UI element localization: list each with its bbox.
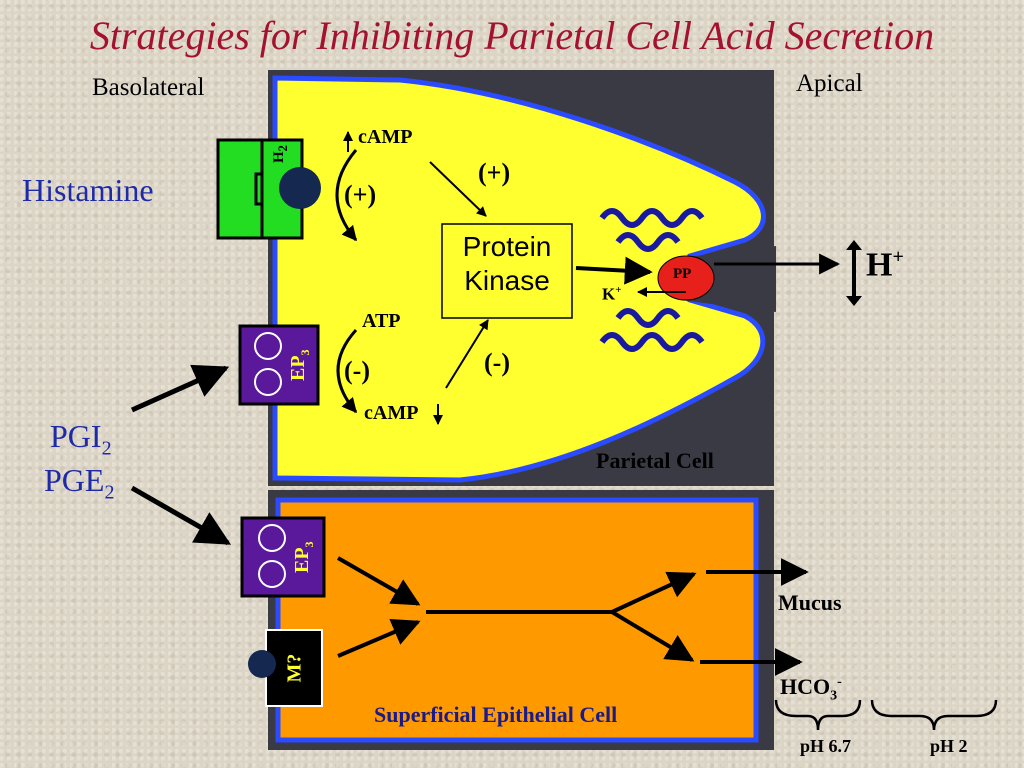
arrow-pg-to-ep3-parietal	[130, 364, 230, 413]
proton-pump	[657, 255, 715, 301]
protein-kinase-box	[441, 223, 573, 319]
ep3-parietal-label: EP3	[287, 349, 312, 381]
ph-67-label: pH 6.7	[800, 736, 852, 756]
basolateral-label: Basolateral	[92, 74, 205, 101]
epithelial-cell-label: Superficial Epithelial Cell	[374, 702, 618, 727]
histamine-label: Histamine	[22, 172, 154, 208]
camp-up-label: cAMP	[358, 126, 413, 148]
page-title: Strategies for Inhibiting Parietal Cell …	[89, 13, 935, 58]
h2-receptor-label: H2	[271, 145, 290, 163]
arrow-pg-to-ep3-epithelial	[130, 485, 232, 546]
parietal-cell-label: Parietal Cell	[596, 448, 714, 473]
minus-left-label: (-)	[344, 356, 370, 385]
ph-2-label: pH 2	[930, 736, 968, 756]
pgi2-label: PGI2	[50, 418, 112, 460]
m-ligand	[248, 650, 276, 678]
arc-plus	[335, 149, 358, 242]
minus-right-label: (-)	[484, 348, 510, 377]
microvilli-mid	[615, 232, 681, 252]
h-plus-label: H+	[866, 246, 904, 284]
mucus-label: Mucus	[778, 590, 842, 615]
plus-right-label: (+)	[478, 158, 511, 187]
pp-label: PP	[673, 266, 692, 282]
arrow-camp-to-pk	[429, 161, 487, 217]
brace-ph67	[774, 699, 862, 731]
ep3-receptor-parietal	[238, 324, 320, 406]
epithelial-cell-body	[275, 497, 759, 743]
protein-kinase-label: Protein Kinase	[462, 231, 552, 296]
microvilli-top	[599, 208, 705, 228]
camp-down-label: cAMP	[364, 402, 419, 424]
plus-left-label: (+)	[344, 180, 377, 209]
microvilli-bottom	[599, 332, 705, 352]
brace-ph2	[870, 699, 998, 731]
pge2-label: PGE2	[44, 462, 115, 504]
m-receptor-label: M?	[283, 653, 306, 683]
histamine-ligand	[279, 167, 321, 209]
k-plus-label: K+	[602, 284, 622, 304]
arrow-camp-down-to-pk	[445, 319, 489, 389]
arc-minus	[336, 328, 358, 414]
ep3-epithelial-label: EP3	[291, 541, 316, 573]
atp-label: ATP	[362, 310, 401, 332]
microvilli-low	[615, 308, 681, 328]
hco3-label: HCO3-	[780, 674, 842, 704]
apical-label: Apical	[796, 70, 863, 97]
